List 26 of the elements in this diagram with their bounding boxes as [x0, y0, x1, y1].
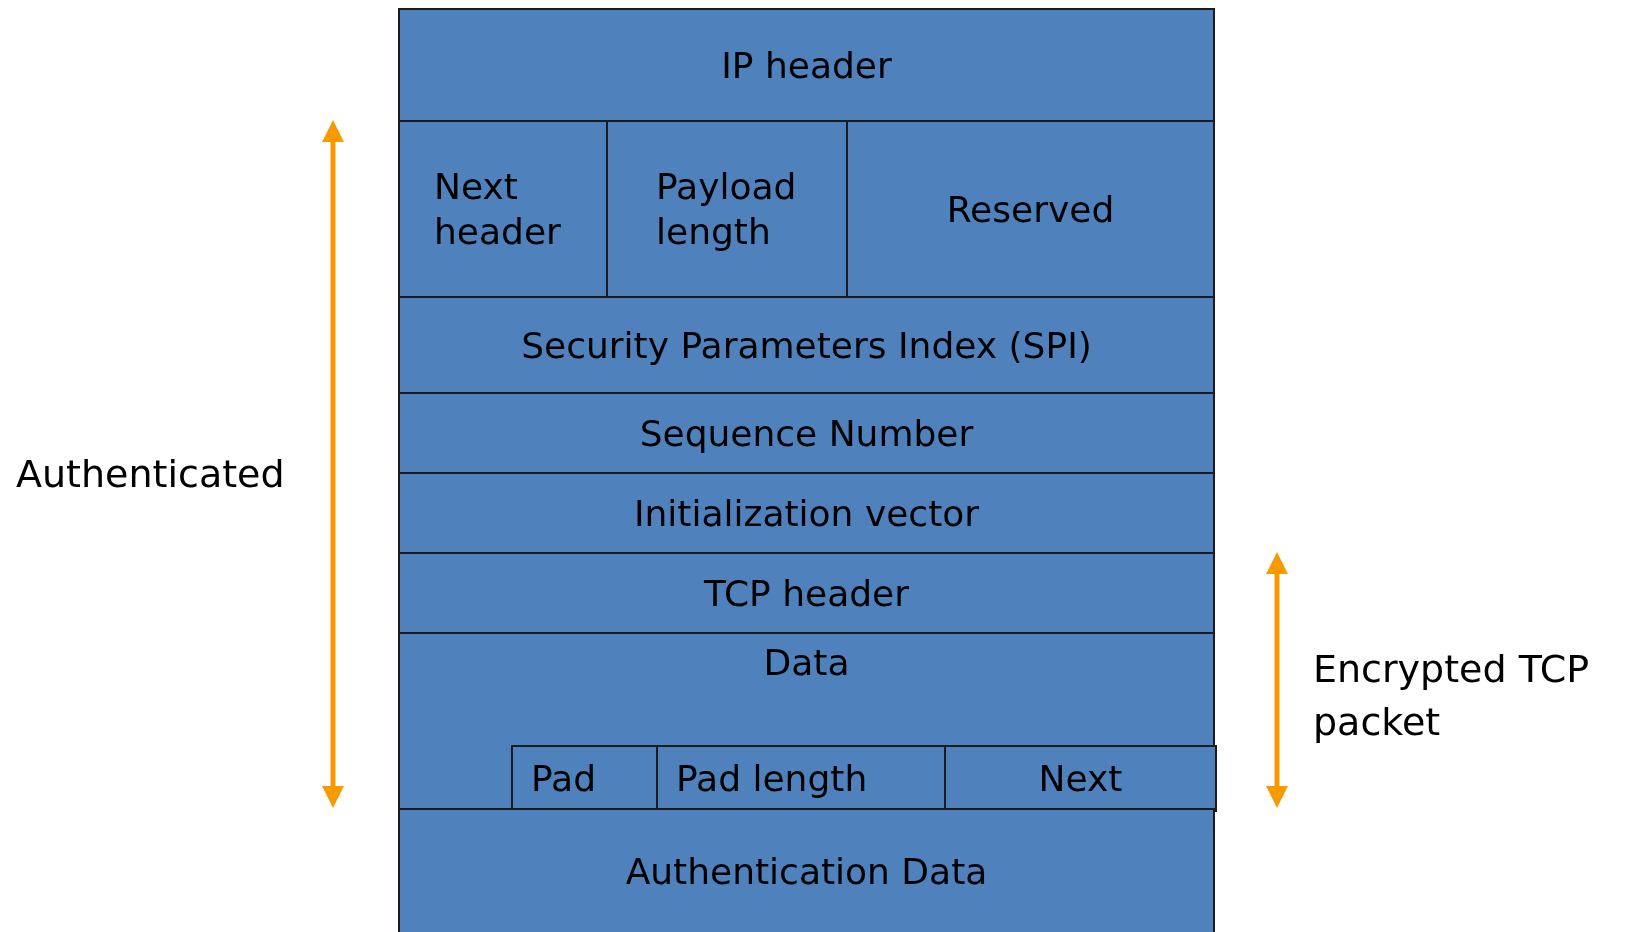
field-cell [606, 120, 848, 298]
field-name: IP header [721, 43, 892, 88]
field-name: Authentication Data [625, 849, 988, 894]
field-name: Sequence Number [639, 411, 974, 456]
field-name: Security Parameters Index (SPI) [521, 323, 1092, 368]
field-name: Reserved [946, 187, 1115, 232]
span-label: Encrypted TCP packet [1313, 646, 1591, 747]
field-name: TCP header [704, 571, 909, 616]
field-name: Next [1038, 757, 1123, 801]
field-cell [398, 392, 1215, 474]
field-cell [846, 120, 1215, 298]
field-name: Payload length [656, 165, 798, 254]
field-name: Next header [434, 165, 562, 254]
field-name: Pad length [676, 757, 868, 801]
field-cell [398, 296, 1215, 394]
field-cell [398, 8, 1215, 122]
field-cell [398, 808, 1215, 932]
field-name: Pad [531, 757, 596, 801]
field-name: Initialization vector [633, 491, 980, 536]
field-cell [944, 745, 1217, 812]
field-cell [398, 632, 1215, 810]
field-cell [398, 552, 1215, 634]
field-name: Data [763, 641, 850, 685]
field-cell [398, 120, 608, 298]
field-cell [398, 472, 1215, 554]
span-label: Authenticated [16, 451, 285, 498]
